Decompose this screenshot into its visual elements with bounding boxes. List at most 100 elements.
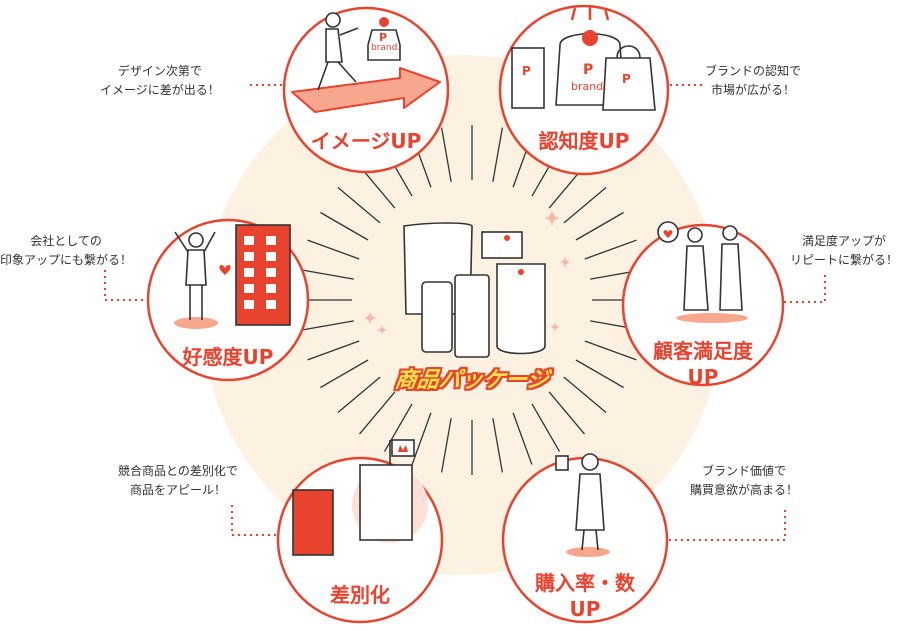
arrow-platform xyxy=(291,67,441,113)
favorability-shadow xyxy=(174,317,218,329)
red-dot-2 xyxy=(518,269,524,275)
note-connectors xyxy=(104,84,826,541)
ray-line xyxy=(548,391,585,435)
circle-title-image-up: イメージUP xyxy=(310,129,422,153)
building-window xyxy=(266,252,276,261)
sparkle-icon xyxy=(362,310,378,326)
note-purchase-up: ブランド価値で 購買意欲が高まる！ xyxy=(690,462,798,500)
shopping-bag xyxy=(602,57,656,111)
pouch-label-brand: brand. xyxy=(571,80,607,93)
ray-line xyxy=(440,418,452,473)
crown-icon xyxy=(398,445,408,452)
ray-line xyxy=(320,211,369,241)
note-line-2: 印象アップにも繋がる！ xyxy=(0,253,133,267)
bottle-label-letter: P xyxy=(379,31,388,44)
differentiation-illustration xyxy=(292,439,428,556)
note-line-1: 会社としての xyxy=(30,234,102,248)
note-line-2: 市場が広がる！ xyxy=(711,83,796,97)
building-window xyxy=(266,284,276,293)
ray-line xyxy=(307,340,360,361)
satisfaction-shadow xyxy=(676,313,748,323)
building-window xyxy=(244,252,254,261)
circle-title-awareness-up: 認知度UP xyxy=(538,129,630,153)
center-rays xyxy=(297,125,647,475)
building-window xyxy=(266,300,276,309)
satisfaction-up-illustration xyxy=(657,221,748,323)
note-line-1: ブランド価値で xyxy=(702,464,787,478)
note-line-2: イメージに差が出る！ xyxy=(100,83,220,97)
building-window xyxy=(244,268,254,277)
ray-line xyxy=(563,187,607,224)
circle-title-favorability-up: 好感度UP xyxy=(182,345,274,369)
note-satisfaction-up: 満足度アップが リピートに繋がる！ xyxy=(790,232,898,270)
bottle-cap xyxy=(379,17,389,27)
heart-icon xyxy=(663,230,673,238)
ray-line xyxy=(440,127,452,182)
person-head xyxy=(325,12,341,28)
purchase-shadow xyxy=(566,547,610,557)
building-windows xyxy=(244,236,276,309)
person-arm xyxy=(339,27,359,36)
note-awareness-up: ブランドの認知で 市場が広がる！ xyxy=(705,62,801,100)
image-up-illustration xyxy=(291,12,441,113)
title-line-1: 顧客満足度 xyxy=(653,339,753,363)
note-line-2: 購買意欲が高まる！ xyxy=(690,483,799,497)
ray-line xyxy=(337,187,381,224)
title-line-2: UP xyxy=(687,365,719,389)
sparkle-icon xyxy=(558,255,572,269)
note-line-1: 競合商品との差別化で xyxy=(118,464,238,478)
bottle-body xyxy=(367,29,401,61)
person-legs xyxy=(189,285,203,320)
ray-line xyxy=(492,127,504,182)
woman-head xyxy=(581,453,599,471)
note-line-2: リピートに繋がる！ xyxy=(790,253,899,267)
shopper-1-body xyxy=(683,245,709,311)
tube-box xyxy=(481,231,523,259)
company-building xyxy=(235,224,291,326)
heart-icon xyxy=(219,265,231,275)
own-building xyxy=(359,464,413,541)
sparkles xyxy=(362,208,572,336)
title-line-1: 購入率・数 xyxy=(535,571,635,595)
bag-handle xyxy=(616,45,641,59)
red-dot-1 xyxy=(504,235,510,241)
note-line-2: 商品をアピール！ xyxy=(129,483,226,497)
person-head xyxy=(188,232,204,248)
favorability-up-illustration xyxy=(174,224,291,329)
cream-tube xyxy=(454,274,490,358)
note-image-up: デザイン次第で イメージに差が出る！ xyxy=(100,62,220,100)
ray-line xyxy=(307,239,360,260)
zip-pouch xyxy=(496,263,546,355)
ray-line xyxy=(584,239,637,260)
note-favorability-up: 会社としての 印象アップにも繋がる！ xyxy=(0,232,132,270)
pouch-label-letter: P xyxy=(583,62,594,78)
circle-title-differentiation: 差別化 xyxy=(330,583,390,607)
attention-marks xyxy=(570,6,610,21)
ray-line xyxy=(383,403,413,452)
bag-label-letter: P xyxy=(622,72,631,86)
sparkle-icon xyxy=(549,321,561,333)
building-window xyxy=(244,236,254,245)
pump-bottle xyxy=(421,281,453,353)
person-legs xyxy=(317,61,357,91)
building-window xyxy=(244,284,254,293)
note-line-1: 満足度アップが xyxy=(802,234,887,248)
center-title: 商品パッケージ xyxy=(393,368,551,393)
ray-line xyxy=(584,340,637,361)
cheering-person xyxy=(174,231,216,320)
title-line-2: UP xyxy=(569,597,601,621)
building-window xyxy=(266,268,276,277)
building-window xyxy=(244,300,254,309)
box-package xyxy=(511,47,545,109)
competitor-building xyxy=(292,489,334,556)
ray-line xyxy=(337,376,381,413)
ray-line xyxy=(575,359,624,389)
two-shoppers xyxy=(683,225,743,311)
woman-body xyxy=(575,473,605,531)
ray-line xyxy=(512,412,533,465)
ray-line xyxy=(320,359,369,389)
shopper-2-body xyxy=(719,243,743,311)
ray-line xyxy=(299,320,354,332)
